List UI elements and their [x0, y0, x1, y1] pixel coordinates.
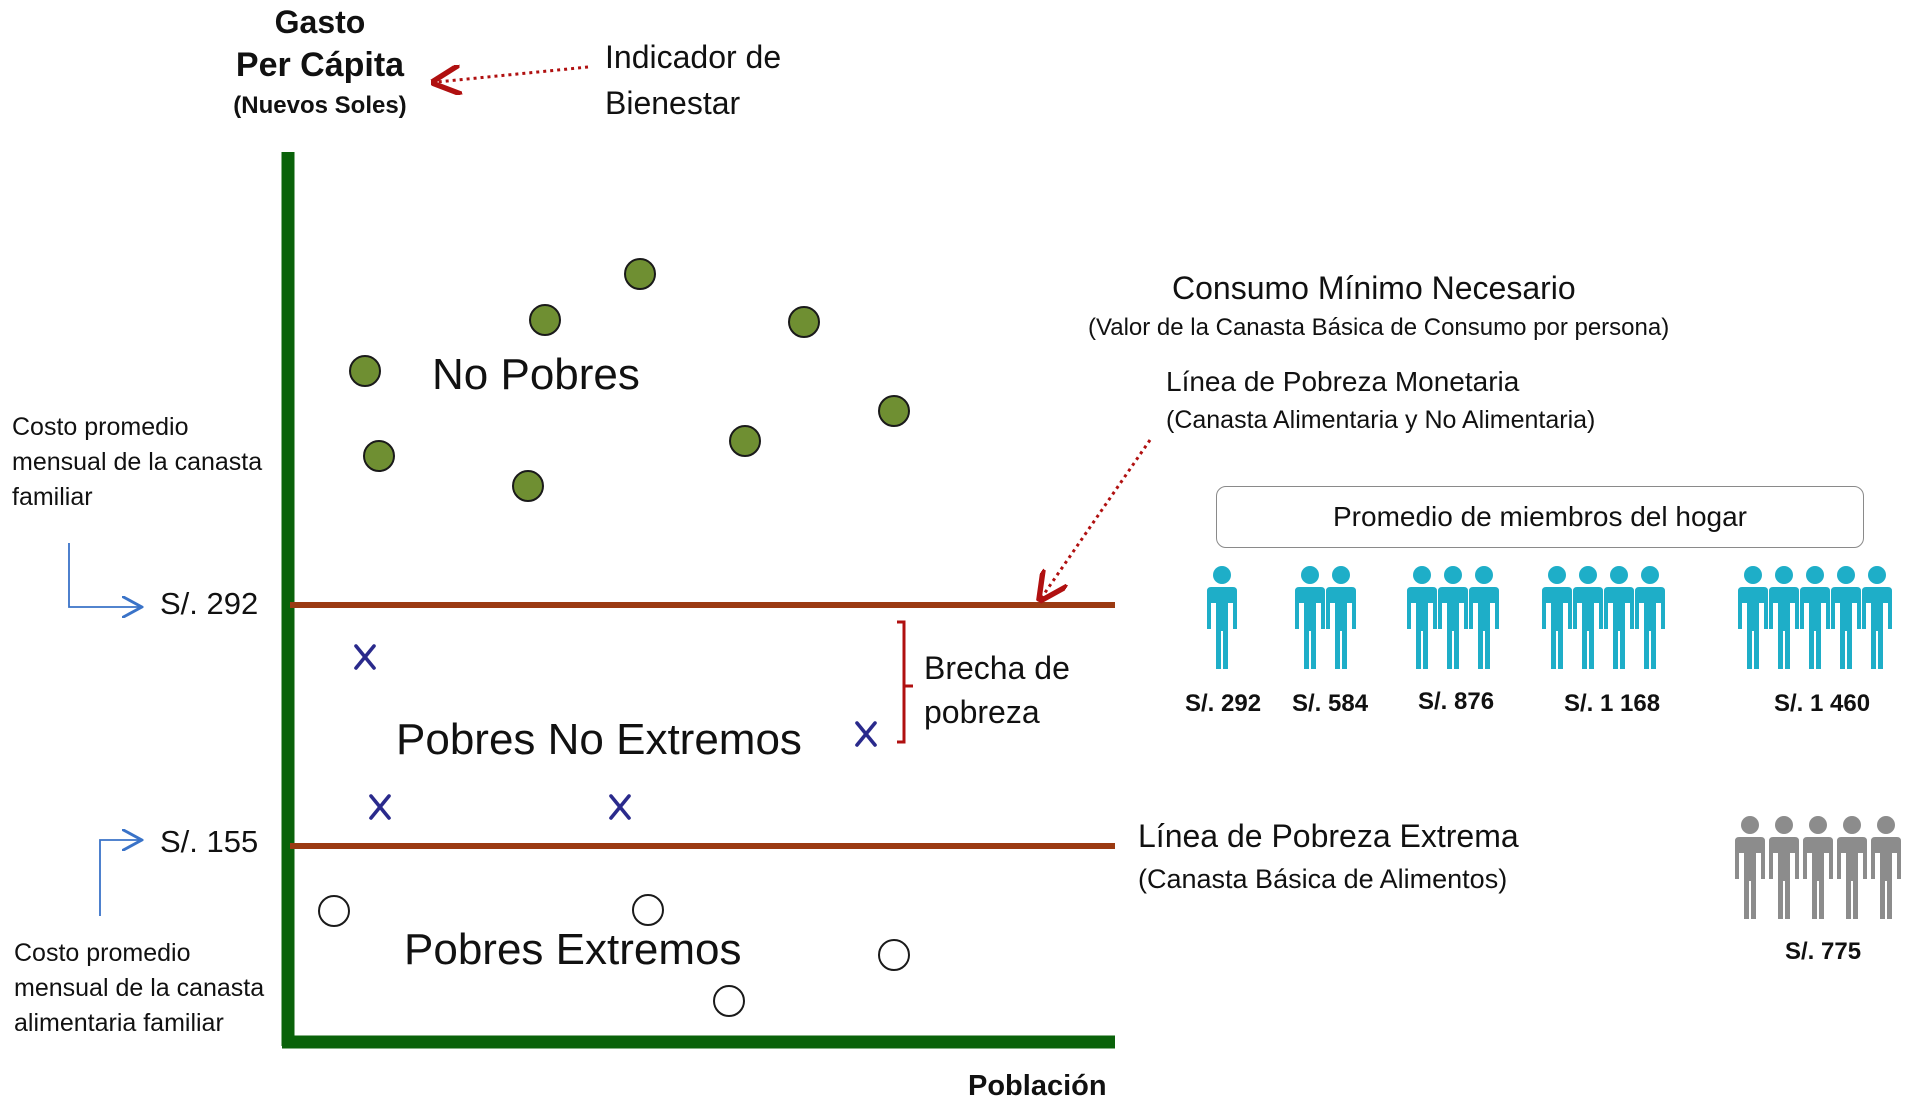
- lower-cost-arrow: [99, 840, 140, 916]
- poor-x-marker: [354, 644, 376, 670]
- extreme-poor-circles: [318, 894, 910, 1017]
- non-poor-dot: [878, 395, 910, 427]
- consumo-minimo-subtitle: (Valor de la Canasta Básica de Consumo p…: [1088, 314, 1670, 341]
- person-icon: [1469, 566, 1499, 669]
- household-pictograms: [1207, 566, 1901, 919]
- person-icon: [1438, 566, 1468, 669]
- non-poor-dots: [349, 258, 910, 502]
- poor-x-marker: [369, 794, 391, 820]
- person-icon: [1326, 566, 1356, 669]
- consumo-minimo-title: Consumo Mínimo Necesario: [1172, 270, 1576, 306]
- household-price: S/. 1 168: [1564, 690, 1661, 717]
- region-pobres-no-extremos: Pobres No Extremos: [396, 715, 802, 764]
- indicator-label: Indicador de Bienestar: [605, 39, 782, 121]
- region-no-pobres: No Pobres: [432, 350, 640, 399]
- x-axis-title: Población: [968, 1070, 1107, 1102]
- non-poor-dot: [512, 470, 544, 502]
- person-icon: [1800, 566, 1830, 669]
- person-icon: [1871, 816, 1901, 919]
- person-icon: [1573, 566, 1603, 669]
- upper-cost-arrow: [68, 543, 140, 607]
- region-pobres-extremos: Pobres Extremos: [404, 925, 742, 974]
- non-poor-dot: [624, 258, 656, 290]
- household-price-extreme: S/. 775: [1785, 938, 1862, 965]
- person-icon: [1803, 816, 1833, 919]
- tick-upper: S/. 292: [160, 586, 259, 621]
- linea-pobreza-extrema-subtitle: (Canasta Básica de Alimentos): [1138, 864, 1508, 894]
- person-icon: [1295, 566, 1325, 669]
- household-price: S/. 876: [1418, 688, 1495, 715]
- household-price: S/. 584: [1292, 690, 1369, 717]
- person-icon: [1862, 566, 1892, 669]
- non-poor-dot: [729, 425, 761, 457]
- extreme-poor-circle: [632, 894, 664, 926]
- person-icon: [1769, 566, 1799, 669]
- non-poor-dot: [788, 306, 820, 338]
- non-poor-dot: [363, 440, 395, 472]
- person-icon: [1837, 816, 1867, 919]
- y-axis-title-line2: Per Cápita: [235, 46, 405, 84]
- linea-pobreza-extrema-title: Línea de Pobreza Extrema: [1138, 818, 1519, 854]
- person-icon: [1542, 566, 1572, 669]
- person-icon: [1735, 816, 1765, 919]
- poverty-gap-label: Brecha de pobreza: [924, 650, 1070, 730]
- household-title-box: Promedio de miembros del hogar: [1216, 486, 1864, 548]
- person-icon: [1407, 566, 1437, 669]
- person-icon: [1635, 566, 1665, 669]
- linea-pobreza-monetaria-subtitle: (Canasta Alimentaria y No Alimentaria): [1166, 406, 1596, 434]
- extreme-poor-circle: [318, 895, 350, 927]
- indicator-arrow: [437, 67, 589, 82]
- poor-x-marker: [609, 794, 631, 820]
- non-poor-dot: [349, 355, 381, 387]
- poverty-gap-bracket: [897, 620, 913, 744]
- extreme-poor-circle: [713, 985, 745, 1017]
- linea-pobreza-monetaria-title: Línea de Pobreza Monetaria: [1166, 366, 1520, 397]
- y-axis-title-line1: Gasto: [274, 4, 366, 40]
- household-price: S/. 1 460: [1774, 690, 1871, 717]
- person-icon: [1738, 566, 1768, 669]
- monetary-line-arrow: [1042, 439, 1152, 597]
- cost-note-upper: Costo promedio mensual de la canasta fam…: [12, 413, 263, 511]
- person-icon: [1769, 816, 1799, 919]
- extreme-poor-circle: [878, 939, 910, 971]
- poor-x-marker: [855, 721, 877, 747]
- poor-markers: [354, 644, 877, 820]
- person-icon: [1831, 566, 1861, 669]
- household-price: S/. 292: [1185, 690, 1262, 717]
- cost-note-lower: Costo promedio mensual de la canasta ali…: [14, 939, 265, 1037]
- y-axis-title-unit: (Nuevos Soles): [233, 92, 407, 119]
- non-poor-dot: [529, 304, 561, 336]
- household-title: Promedio de miembros del hogar: [1333, 501, 1747, 532]
- person-icon: [1207, 566, 1237, 669]
- tick-lower: S/. 155: [160, 824, 259, 859]
- person-icon: [1604, 566, 1634, 669]
